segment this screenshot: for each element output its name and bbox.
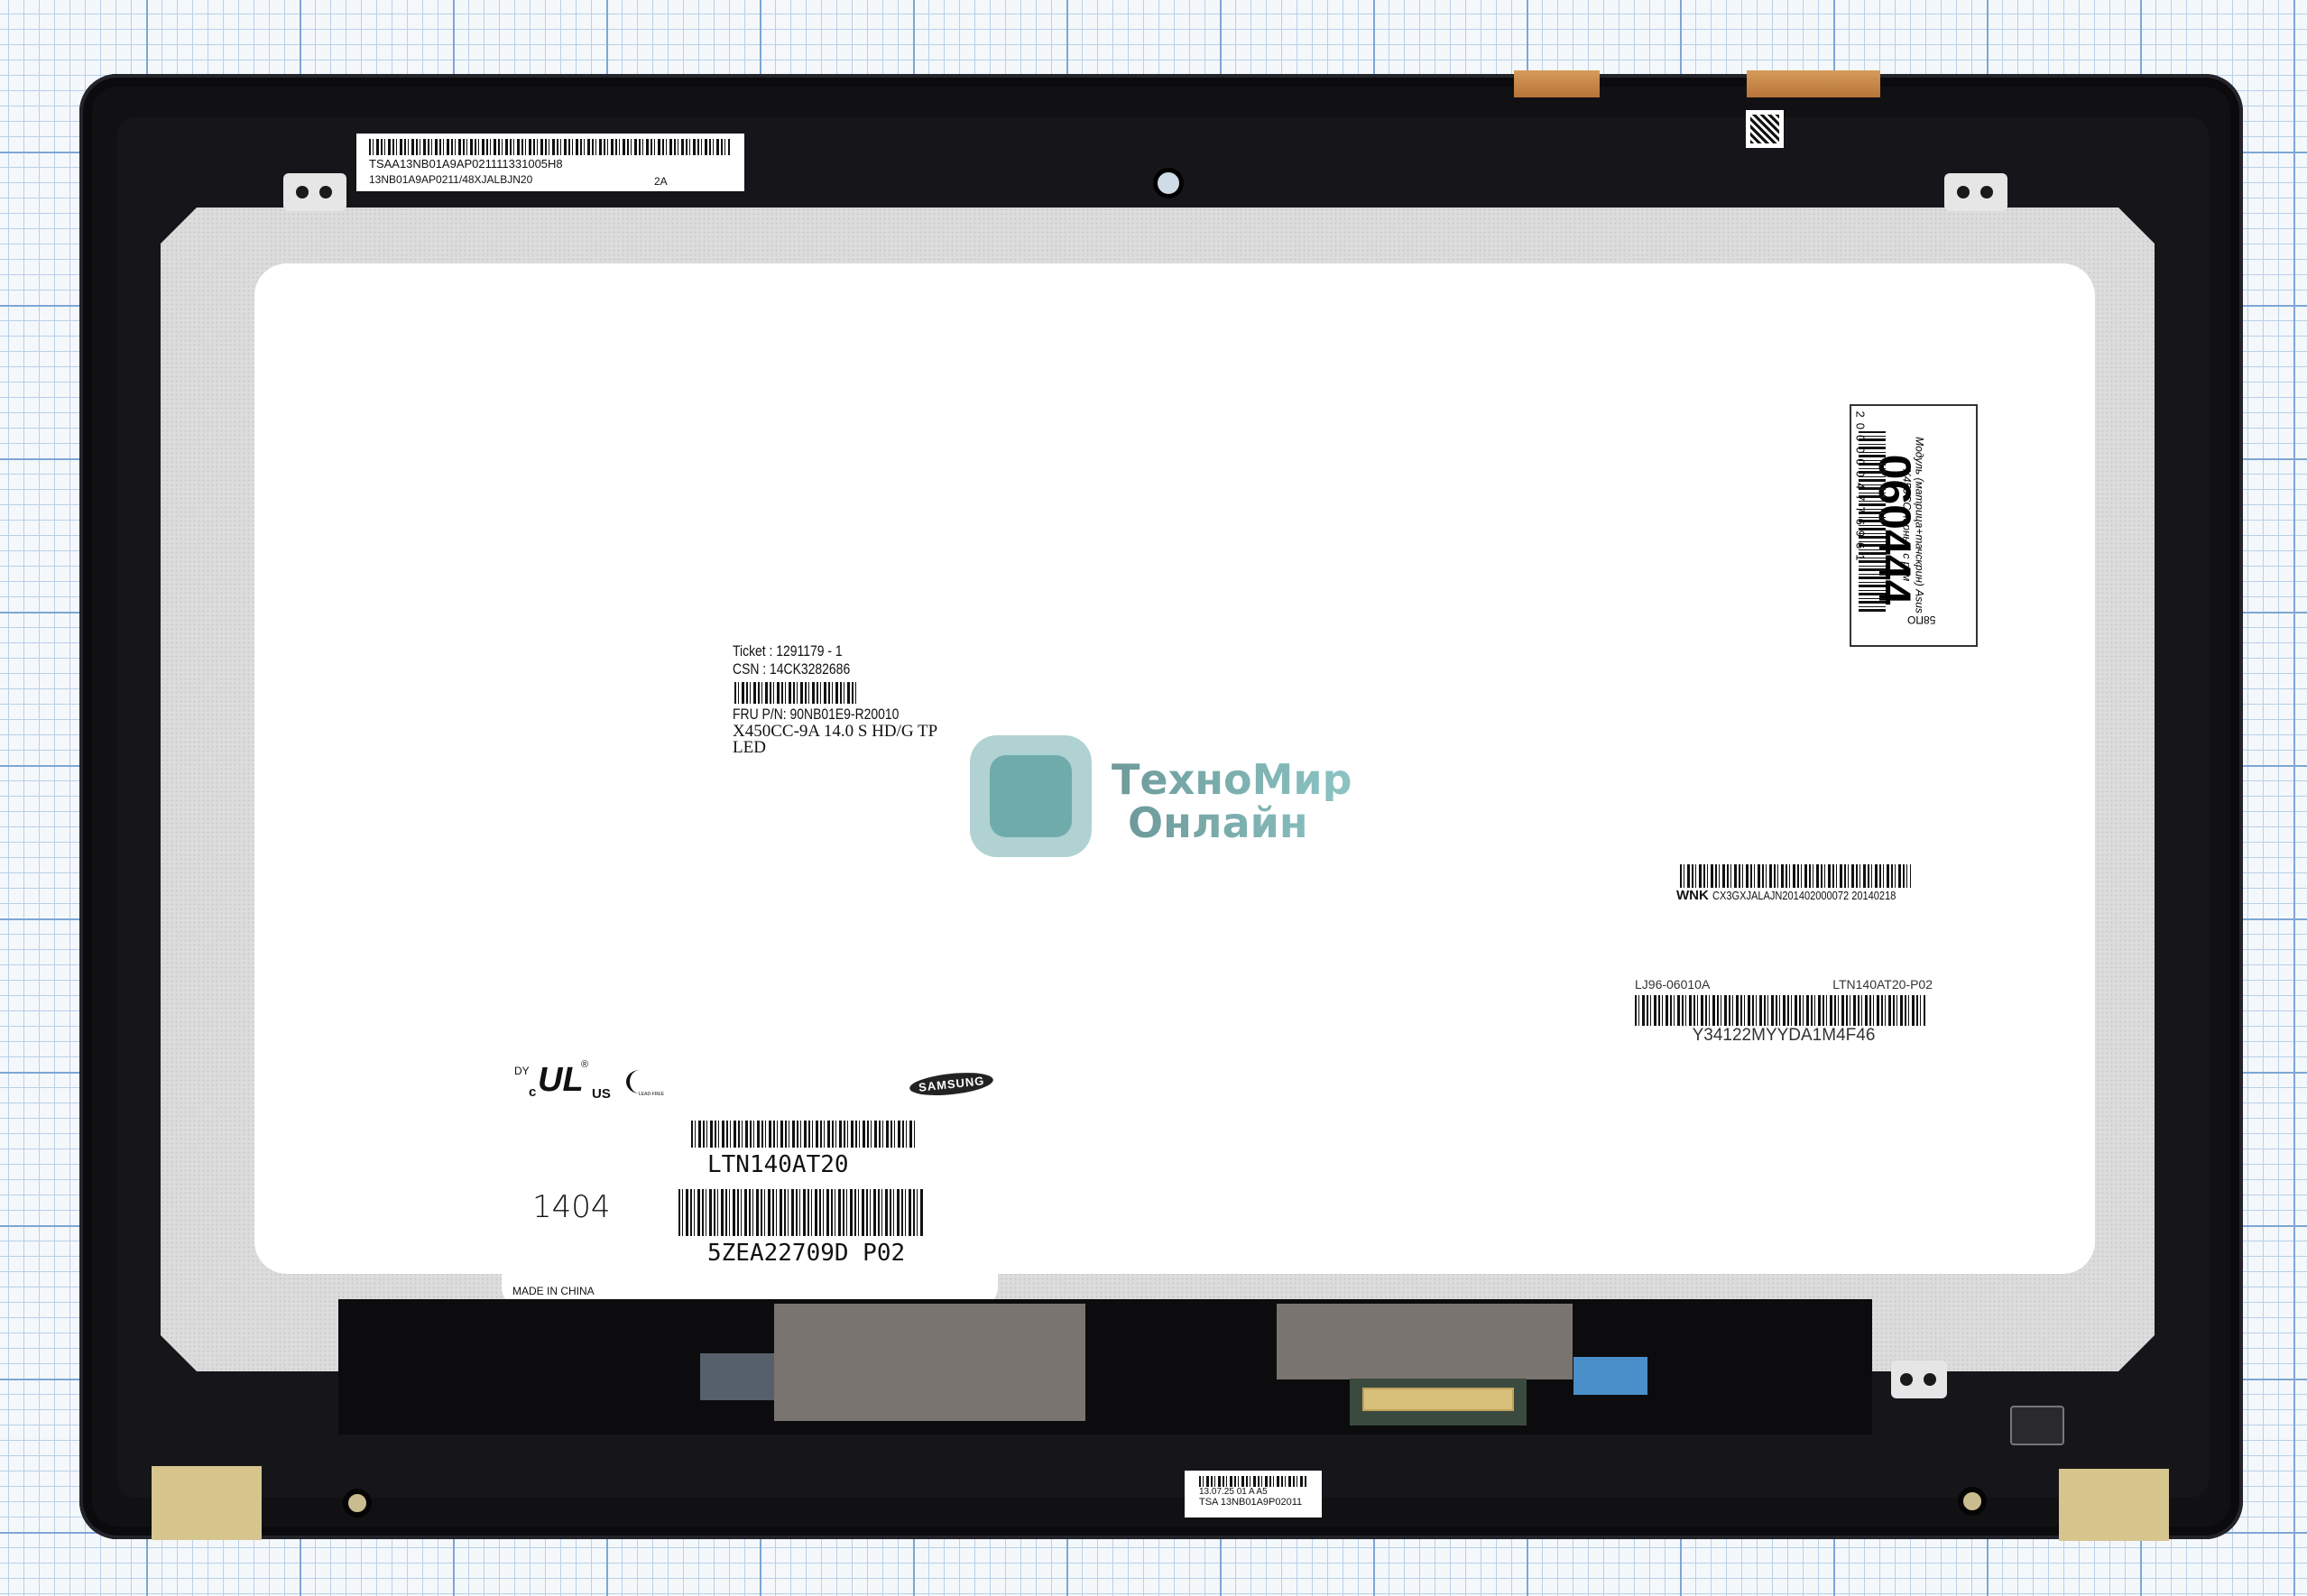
top-barcode bbox=[369, 139, 730, 155]
registered-icon: ® bbox=[581, 1059, 589, 1070]
mount-bracket-top-left bbox=[283, 173, 346, 211]
edp-connector bbox=[1350, 1379, 1527, 1425]
screw-hole-left bbox=[343, 1489, 372, 1518]
c-mark: c bbox=[529, 1084, 537, 1100]
lead-free-icon bbox=[626, 1070, 653, 1093]
top-label-line2: 13NB01A9AP0211/48XJALBJN20 bbox=[369, 173, 533, 186]
top-label-suffix: 2A bbox=[654, 175, 668, 188]
top-fpc-connector-left bbox=[1514, 70, 1600, 97]
dy-mark: DY bbox=[514, 1065, 530, 1077]
foam-pad-left bbox=[152, 1466, 262, 1540]
manufacture-date-code: 1404 bbox=[532, 1189, 611, 1225]
gear-circuit-icon bbox=[990, 755, 1072, 837]
model-number: LTN140AT20 bbox=[707, 1151, 849, 1178]
bottom-label-line2: TSA 13NB01A9P02011 bbox=[1199, 1497, 1303, 1508]
panel-model-label: LJ96-06010A LTN140AT20-P02 Y34122MYYDA1M… bbox=[1635, 977, 1933, 1046]
top-fpc-connector-right bbox=[1747, 70, 1880, 97]
serial-barcode bbox=[678, 1189, 924, 1236]
stock-barcode bbox=[1859, 431, 1886, 612]
bottom-barcode-sticker: 13.07.25 01 A A5 TSA 13NB01A9P02011 bbox=[1185, 1471, 1322, 1518]
panel-barcode bbox=[1635, 995, 1925, 1026]
mount-bracket-bottom-right bbox=[1891, 1361, 1947, 1398]
ul-icon: UL bbox=[538, 1061, 584, 1099]
watermark-line2: Онлайн bbox=[1128, 801, 1352, 844]
csn-number: CSN : 14CK3282686 bbox=[733, 660, 851, 678]
stock-code: 58ПО bbox=[1907, 613, 1936, 626]
lead-free-text: LEAD-FREE bbox=[639, 1092, 665, 1097]
stock-label: Модуль (матрица+тачскрин) Asus X450CC че… bbox=[1850, 404, 1978, 647]
hall-sensor-magnet bbox=[2010, 1406, 2064, 1445]
watermark-line1: ТехноМир bbox=[1112, 755, 1352, 804]
panel-serial: Y34122MYYDA1M4F46 bbox=[1692, 1026, 1876, 1045]
shielding-pad-right bbox=[1277, 1304, 1573, 1379]
backlight-type: LED bbox=[733, 738, 766, 757]
bottom-barcode bbox=[1199, 1476, 1307, 1487]
wnk-prefix: WNK bbox=[1676, 888, 1709, 903]
ticket-label: Ticket : 1291179 - 1 CSN : 14CK3282686 F… bbox=[733, 642, 937, 756]
screw-hole-right bbox=[1958, 1487, 1987, 1516]
wnk-barcode bbox=[1680, 864, 1911, 888]
panel-model-code: LTN140AT20-P02 bbox=[1832, 977, 1933, 992]
made-in-china-text: MADE IN CHINA bbox=[512, 1285, 595, 1297]
foam-pad-right bbox=[2059, 1469, 2169, 1541]
us-mark: US bbox=[592, 1086, 611, 1102]
bottom-label-line1: 13.07.25 01 A A5 bbox=[1199, 1487, 1268, 1497]
touch-fpc-left bbox=[700, 1353, 774, 1400]
top-label-line1: TSAA13NB01A9AP021111331005H8 bbox=[369, 157, 563, 171]
top-barcode-sticker: TSAA13NB01A9AP021111331005H8 13NB01A9AP0… bbox=[356, 134, 744, 191]
serial-number: 5ZEA22709D P02 bbox=[707, 1240, 906, 1267]
watermark-text: ТехноМир Онлайн bbox=[1112, 758, 1352, 844]
mount-bracket-top-right bbox=[1944, 173, 2007, 211]
panel-part-number: LJ96-06010A bbox=[1635, 977, 1711, 992]
camera-hole bbox=[1153, 168, 1184, 198]
datamatrix-code bbox=[1746, 110, 1784, 148]
wnk-label: WNK CX3GXJALAJN201402000072 20140218 bbox=[1676, 864, 1929, 904]
touch-controller-chip bbox=[1573, 1357, 1647, 1395]
fru-part-number: FRU P/N: 90NB01E9-R20010 bbox=[733, 706, 900, 723]
ticket-number: Ticket : 1291179 - 1 bbox=[733, 642, 843, 660]
wnk-code: CX3GXJALAJN201402000072 20140218 bbox=[1712, 889, 1896, 902]
lcd-panel-surface bbox=[254, 263, 2095, 1274]
model-description: X450CC-9A 14.0 S HD/G TP bbox=[733, 722, 938, 741]
ticket-barcode bbox=[734, 682, 859, 704]
stock-barcode-digits: 2000004776961 bbox=[1853, 411, 1868, 567]
watermark-logo-icon bbox=[970, 735, 1092, 857]
shielding-pad-left bbox=[774, 1304, 1085, 1421]
model-barcode bbox=[691, 1121, 915, 1148]
